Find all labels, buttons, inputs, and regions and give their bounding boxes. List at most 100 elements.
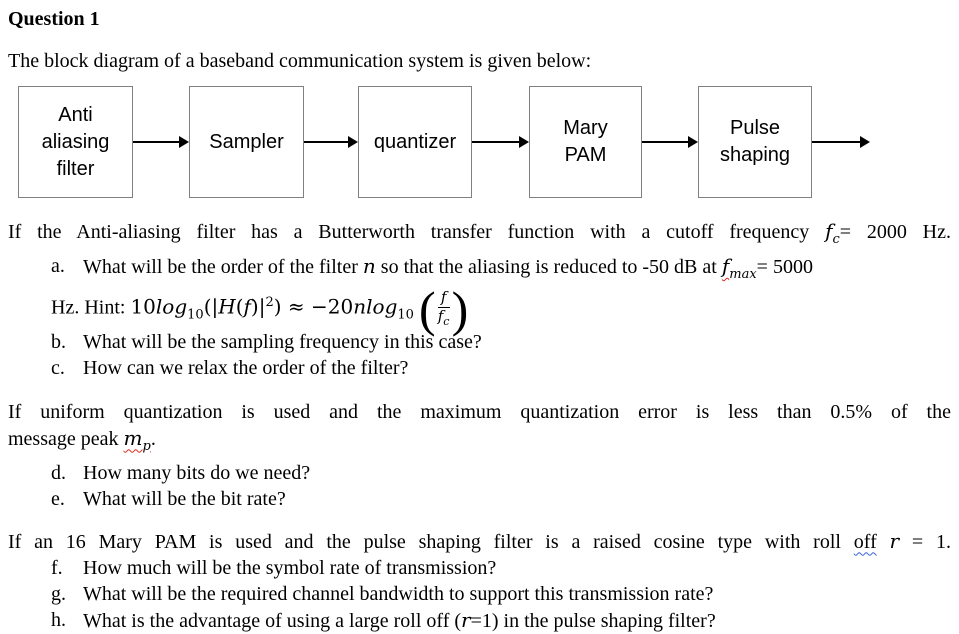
math-mp-sub: p	[142, 438, 151, 454]
math-n: n	[362, 254, 376, 278]
block-anti-aliasing-filter: Anti aliasing filter	[18, 86, 133, 198]
item-f: f. How much will be the symbol rate of t…	[51, 555, 951, 581]
flow-arrow-icon	[304, 136, 358, 148]
math-number: −20	[311, 294, 354, 319]
item-c: c. How can we relax the order of the fil…	[51, 355, 951, 381]
block-label-line: Anti	[58, 103, 93, 126]
math-fmax-sub: max	[729, 267, 757, 282]
math-log-base: 10	[397, 307, 414, 323]
block-label-line: shaping	[719, 144, 791, 166]
math-r: r	[889, 528, 900, 553]
block-label-line: Pulse	[729, 117, 781, 139]
math-m: m	[123, 425, 143, 450]
item-g-text: What will be the required channel bandwi…	[83, 582, 714, 605]
math-paren: (|	[203, 294, 219, 319]
page-title: Question 1	[8, 8, 100, 30]
text-run: If an 16 Mary PAM is used and the pulse …	[8, 530, 854, 553]
fraction-bar	[437, 307, 450, 309]
block-mary-pam: Mary PAM	[529, 86, 642, 198]
fraction-denominator: fc	[437, 307, 450, 329]
math-paren: )	[273, 294, 282, 319]
block-label-line: PAM	[564, 144, 607, 166]
text-run: so that the aliasing is reduced to -50 d…	[375, 256, 722, 278]
math-f: f	[243, 294, 251, 319]
item-g: g. What will be the required channel ban…	[51, 581, 951, 607]
item-a-label: a.	[51, 255, 65, 277]
section2-intro-line1: If uniform quantization is used and the …	[8, 400, 951, 423]
output-arrow-icon	[812, 136, 870, 148]
item-d-label: d.	[51, 461, 66, 484]
math-f: f	[437, 307, 444, 326]
item-h-text: What is the advantage of using a large r…	[83, 607, 951, 634]
item-b-label: b.	[51, 330, 66, 353]
block-sampler: Sampler	[189, 86, 304, 198]
section3: If an 16 Mary PAM is used and the pulse …	[8, 528, 951, 634]
math-fc-sub: c	[832, 232, 840, 247]
item-h: h. What is the advantage of using a larg…	[51, 607, 951, 634]
block-label-line: Sampler	[209, 130, 284, 153]
math-log: log	[366, 294, 398, 319]
item-c-text: How can we relax the order of the filter…	[83, 356, 409, 379]
item-e-text: What will be the bit rate?	[83, 487, 286, 510]
math-fc: fc	[825, 219, 840, 247]
math-paren: )|	[250, 294, 266, 319]
math-paren: (	[235, 294, 244, 319]
text-run	[877, 531, 890, 553]
text-run: .	[150, 427, 156, 450]
math-approx: ≈	[281, 294, 312, 319]
item-g-label: g.	[51, 582, 66, 605]
block-label-line: Mary	[563, 117, 608, 139]
item-e: e. What will be the bit rate?	[51, 486, 951, 512]
text-run: = 2000 Hz.	[839, 221, 951, 243]
block-label-line: aliasing	[41, 130, 110, 153]
text-run: =1) in the pulse shaping filter?	[470, 609, 716, 632]
block-quantizer: quantizer	[358, 86, 472, 198]
item-f-text: How much will be the symbol rate of tran…	[83, 556, 497, 579]
hint-formula: Hz. Hint: 10log10(|H(f)|2) ≈ −20nlog10(f…	[51, 284, 951, 334]
big-paren-right: )	[451, 281, 469, 338]
text-run: What will be the order of the filter	[83, 256, 363, 278]
math-H: H	[218, 294, 236, 319]
block-label-line: filter	[56, 157, 95, 180]
math-fmax-misspelled: fmax	[721, 254, 757, 282]
item-h-label: h.	[51, 608, 66, 631]
item-e-label: e.	[51, 487, 65, 510]
text-run: If the Anti-aliasing filter has a Butter…	[8, 221, 826, 243]
item-c-label: c.	[51, 356, 65, 379]
item-b-text: What will be the sampling frequency in t…	[83, 330, 482, 353]
section2: If uniform quantization is used and the …	[8, 399, 951, 512]
section1-intro: If the Anti-aliasing filter has a Butter…	[8, 218, 951, 253]
math-r: r	[461, 607, 471, 632]
item-f-label: f.	[51, 556, 63, 579]
block-diagram: Anti aliasing filter Sampler quantizer M…	[8, 86, 951, 200]
grammar-flagged-off: off	[853, 530, 877, 553]
text-run: message peak	[8, 427, 124, 450]
math-f: f	[825, 219, 833, 243]
math-fc-sub: c	[443, 315, 450, 329]
section2-intro-line2: message peak mp.	[8, 425, 951, 460]
text-run: = 1.	[899, 530, 951, 553]
block-pulse-shaping: Pulse shaping	[698, 86, 812, 198]
math-number: 10	[130, 294, 156, 319]
item-d-text: How many bits do we need?	[83, 461, 311, 484]
big-paren-left: (	[418, 281, 436, 338]
math-f: f	[721, 254, 730, 278]
block-label-line: quantizer	[373, 130, 457, 153]
section3-intro: If an 16 Mary PAM is used and the pulse …	[8, 528, 951, 555]
item-a: a. What will be the order of the filter …	[51, 253, 951, 288]
flow-arrow-icon	[472, 136, 529, 148]
flow-arrow-icon	[642, 136, 698, 148]
text-run: = 5000	[756, 256, 813, 278]
math-log: log	[155, 294, 188, 319]
flow-arrow-icon	[133, 136, 189, 148]
item-b: b. What will be the sampling frequency i…	[51, 329, 951, 355]
math-mp-misspelled: mp	[123, 425, 151, 454]
intro-paragraph: The block diagram of a baseband communic…	[8, 50, 592, 72]
item-a-text: What will be the order of the filter n s…	[83, 253, 951, 288]
math-exponent: 2	[265, 295, 274, 310]
math-n: n	[353, 294, 367, 319]
text-run: Hz. Hint:	[51, 296, 131, 319]
item-d: d. How many bits do we need?	[51, 460, 951, 486]
